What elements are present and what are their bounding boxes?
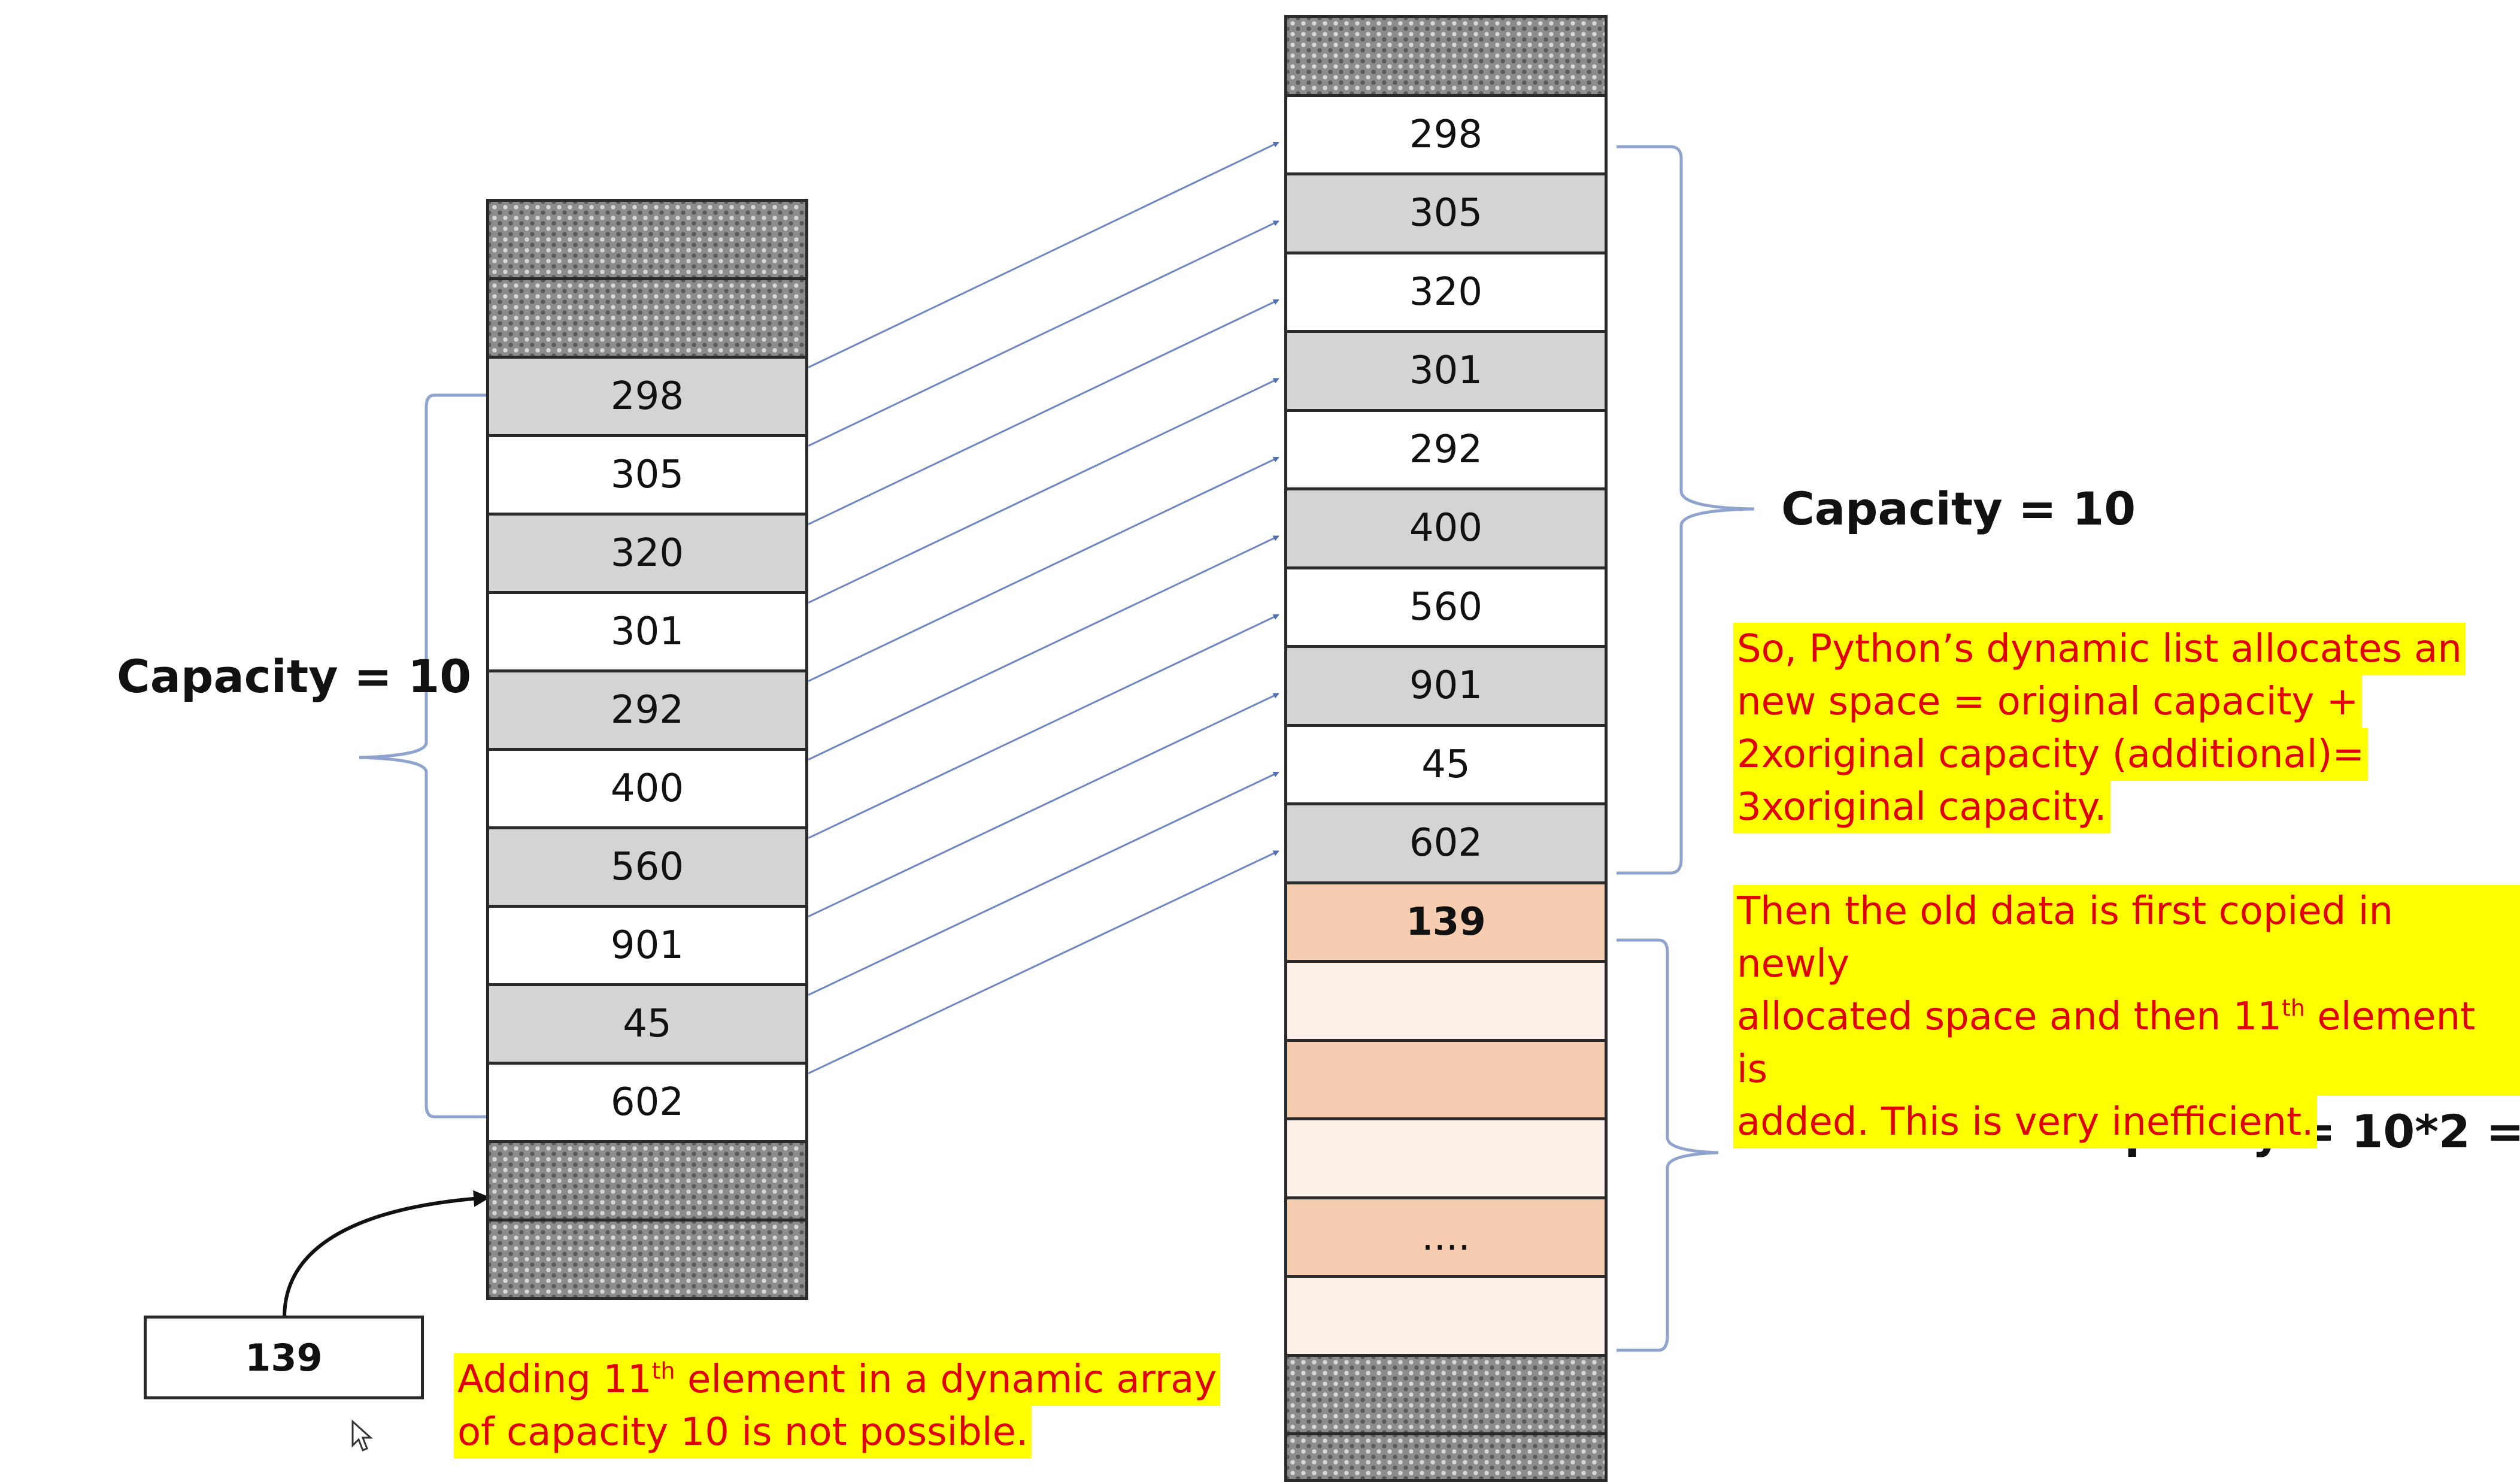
new-array-free-slot	[1284, 960, 1608, 1042]
allocation-note-line1: So, Python’s dynamic list allocates an	[1733, 623, 2466, 675]
old-array-cell: 301	[486, 591, 808, 672]
old-capacity-brace	[359, 393, 488, 1119]
pending-element-value: 139	[245, 1335, 323, 1380]
old-array-cell: 602	[486, 1062, 808, 1143]
copy-note-line2-pre: allocated space and then 11	[1737, 995, 2282, 1039]
copy-arrow	[808, 771, 1279, 996]
old-array-reserved-cell	[486, 277, 808, 359]
insert-arrow	[283, 1190, 490, 1318]
new-array-cell-value: 320	[1409, 269, 1483, 314]
new-array-cell: 305	[1284, 172, 1608, 254]
allocation-note-line2: new space = original capacity +	[1733, 675, 2363, 728]
new-array-cell-value: 45	[1421, 742, 1470, 787]
old-capacity-label: Capacity = 10	[117, 650, 472, 703]
copy-arrow	[808, 299, 1279, 526]
adding-note-line2: of capacity 10 is not possible.	[454, 1406, 1032, 1459]
new-array-cell: 560	[1284, 566, 1608, 648]
old-array-cell: 320	[486, 513, 808, 594]
new-capacity-brace	[1617, 145, 1755, 875]
old-array-cell: 901	[486, 905, 808, 986]
adding-note-line1: Adding 11th element in a dynamic array	[454, 1353, 1221, 1406]
allocation-note-line4: 3xoriginal capacity.	[1733, 781, 2110, 834]
new-array-reserved-cell	[1284, 15, 1608, 97]
copy-arrow	[808, 614, 1279, 840]
new-array-cell: 901	[1284, 645, 1608, 727]
old-array-cell: 400	[486, 748, 808, 829]
copy-arrow	[808, 456, 1279, 683]
new-array-cell-value: 400	[1409, 506, 1483, 551]
pending-element-box: 139	[144, 1316, 424, 1399]
old-array-reserved-cell	[486, 199, 808, 280]
new-capacity-label: Capacity = 10	[1781, 482, 2136, 535]
new-array-cell-value: 292	[1409, 427, 1483, 472]
new-array-free-slot	[1284, 1038, 1608, 1120]
copy-note-line2-post: element is	[1737, 995, 2476, 1092]
adding-note-line1-post: element in a dynamic array	[675, 1357, 1217, 1402]
copy-note-line3: added. This is very inefficient.	[1733, 1096, 2318, 1148]
copy-arrow	[808, 378, 1279, 604]
old-array-cell-value: 305	[610, 453, 684, 497]
copy-note-line2-sup: th	[2282, 995, 2305, 1022]
old-array-cell-value: 320	[610, 531, 684, 575]
old-array-empty-slot	[486, 1140, 808, 1222]
new-array-cell: 298	[1284, 93, 1608, 175]
new-array-cell-value: 301	[1409, 348, 1483, 393]
new-array-cell: 400	[1284, 487, 1608, 569]
copy-note-line1: Then the old data is first copied in new…	[1733, 885, 2520, 990]
adding-note-line1-sup: th	[651, 1357, 675, 1384]
old-array-cell-value: 292	[610, 688, 684, 732]
allocation-note: So, Python’s dynamic list allocates an n…	[1733, 623, 2466, 834]
new-array-cell-value: 901	[1409, 663, 1483, 708]
new-array-cell-value: 560	[1409, 584, 1483, 629]
copy-arrow	[808, 220, 1279, 447]
old-array-cell-value: 901	[610, 923, 684, 968]
old-array-empty-slot	[486, 1219, 808, 1300]
new-array-reserved-cell	[1284, 1353, 1608, 1435]
old-array-cell: 560	[486, 826, 808, 908]
old-array-cell: 45	[486, 983, 808, 1065]
new-array-added-cell: 139	[1284, 881, 1608, 963]
new-array-cell-value: 602	[1409, 821, 1483, 866]
copy-note: Then the old data is first copied in new…	[1733, 885, 2520, 1148]
additional-capacity-brace	[1617, 938, 1719, 1352]
old-array-cell-value: 560	[610, 845, 684, 889]
adding-note-line1-pre: Adding 11	[457, 1357, 652, 1402]
old-array-cell: 292	[486, 669, 808, 751]
new-array-free-slot	[1284, 1275, 1608, 1357]
copy-arrow	[808, 141, 1279, 369]
old-array-cell: 298	[486, 356, 808, 437]
old-array-cell-value: 298	[610, 374, 684, 419]
new-array-free-slot: ....	[1284, 1196, 1608, 1278]
mouse-cursor-icon	[351, 1419, 373, 1451]
copy-arrow	[808, 693, 1279, 918]
new-array-reserved-cell	[1284, 1432, 1608, 1482]
copy-arrow	[808, 535, 1279, 761]
new-array-cell-value: 305	[1409, 191, 1483, 236]
new-array-free-slot	[1284, 1117, 1608, 1199]
new-array-cell: 602	[1284, 802, 1608, 884]
old-array-cell-value: 400	[610, 766, 684, 811]
new-array-cell: 45	[1284, 723, 1608, 805]
adding-note: Adding 11th element in a dynamic array o…	[454, 1353, 1221, 1459]
new-array-cell: 301	[1284, 330, 1608, 412]
old-array-cell-value: 602	[610, 1080, 684, 1125]
new-array-added-cell-value: 139	[1406, 899, 1486, 944]
new-array-cell: 292	[1284, 408, 1608, 490]
copy-arrow	[808, 850, 1279, 1075]
new-array-free-slot-value: ....	[1421, 1214, 1470, 1259]
old-array-cell: 305	[486, 434, 808, 516]
allocation-note-line3: 2xoriginal capacity (additional)=	[1733, 728, 2369, 781]
new-array-cell: 320	[1284, 251, 1608, 333]
new-array-cell-value: 298	[1409, 112, 1483, 157]
old-array-cell-value: 301	[610, 610, 684, 654]
copy-note-line2: allocated space and then 11th element is	[1733, 990, 2520, 1096]
old-array-cell-value: 45	[623, 1002, 672, 1046]
